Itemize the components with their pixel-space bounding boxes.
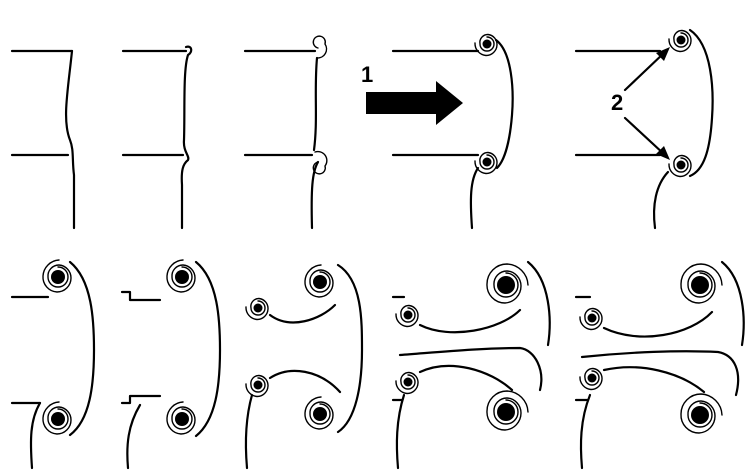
panel-row1-3 xyxy=(245,36,327,228)
panel-row1-5: 2 xyxy=(576,30,713,228)
direction-arrow: 1 xyxy=(361,62,463,125)
panel-row2-1 xyxy=(12,260,94,468)
panel-row1-4 xyxy=(393,34,513,228)
panel-row2-4 xyxy=(393,262,550,468)
pointer-label: 2 xyxy=(611,90,623,115)
flow-arrow-icon xyxy=(366,81,463,125)
panel-row2-5 xyxy=(576,262,744,468)
panel-row2-3 xyxy=(246,265,362,468)
pointer-line-upper xyxy=(625,52,665,90)
panel-row1-1 xyxy=(12,51,74,228)
panel-row1-2 xyxy=(123,47,191,228)
arrow-label: 1 xyxy=(361,62,373,87)
pointer-line-lower xyxy=(625,118,665,155)
panel-row2-2 xyxy=(122,260,220,468)
